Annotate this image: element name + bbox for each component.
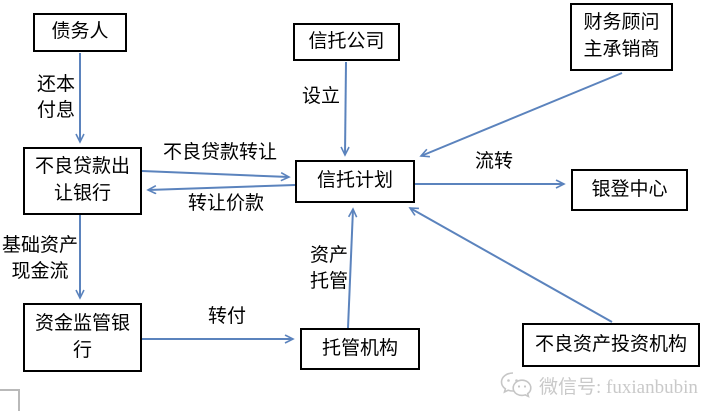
node-financial-advisor: 财务顾问 主承销商 — [570, 3, 673, 71]
node-financial-advisor-line1: 财务顾问 — [583, 12, 660, 34]
edge-trust-company-to-trust-plan — [345, 61, 346, 155]
node-bank-registration-center: 银登中心 — [571, 169, 688, 211]
edge-label-establish: 设立 — [302, 86, 341, 107]
partial-corner-box — [0, 389, 20, 411]
node-fund-supervision-bank: 资金监管银行 — [23, 303, 142, 372]
node-npl-transfer-bank: 不良贷款出让银行 — [23, 147, 142, 215]
node-financial-advisor-line2: 主承销商 — [583, 39, 660, 60]
watermark-text: 微信号: fuxianbubin — [539, 376, 698, 398]
edge-label-underlying-cash-flow-line2: 现金流 — [11, 261, 69, 283]
node-npl-investor-label: 不良资产投资机构 — [534, 333, 687, 355]
edge-label-asset-custody: 资产 托管 — [310, 243, 348, 295]
node-npl-transfer-bank-label: 不良贷款出让银行 — [34, 156, 130, 204]
edge-label-repay-line1: 还本 — [37, 74, 76, 95]
edge-label-npl-transfer: 不良贷款转让 — [163, 142, 278, 163]
edge-trust-plan-to-npl-bank — [148, 184, 296, 190]
node-trust-company-label: 信托公司 — [308, 30, 385, 52]
edge-label-underlying-cash-flow-line1: 基础资产 — [1, 235, 78, 256]
node-trust-plan: 信托计划 — [295, 160, 415, 203]
edge-label-asset-custody-line2: 托管 — [310, 271, 349, 293]
edge-label-transfer-price: 转让价款 — [188, 193, 265, 214]
node-trust-plan-label: 信托计划 — [316, 170, 393, 192]
edge-label-repay-line2: 付息 — [37, 100, 76, 122]
edge-npl-bank-to-trust-plan — [141, 170, 289, 177]
edge-custodian-to-trust-plan — [347, 209, 353, 329]
edge-label-asset-custody-line1: 资产 — [310, 245, 349, 266]
node-debtor-label: 债务人 — [51, 21, 109, 43]
edge-label-circulation: 流转 — [475, 151, 514, 172]
edge-label-underlying-cash-flow: 基础资产 现金流 — [0, 233, 80, 285]
node-custodian: 托管机构 — [300, 328, 420, 370]
node-npl-investor: 不良资产投资机构 — [522, 323, 700, 367]
node-debtor: 债务人 — [33, 13, 127, 52]
node-bank-registration-center-label: 银登中心 — [591, 178, 668, 200]
edge-npl-investor-to-trust-plan — [410, 208, 613, 323]
node-custodian-label: 托管机构 — [321, 337, 398, 359]
edge-financial-advisor-to-trust-plan — [421, 72, 623, 156]
node-fund-supervision-bank-label: 资金监管银行 — [34, 312, 130, 361]
node-trust-company: 信托公司 — [293, 23, 400, 61]
edge-label-repay: 还本 付息 — [37, 72, 75, 124]
edge-label-forward-payment: 转付 — [208, 306, 247, 327]
wechat-icon — [500, 372, 532, 398]
watermark: 微信号: fuxianbubin — [499, 371, 698, 399]
